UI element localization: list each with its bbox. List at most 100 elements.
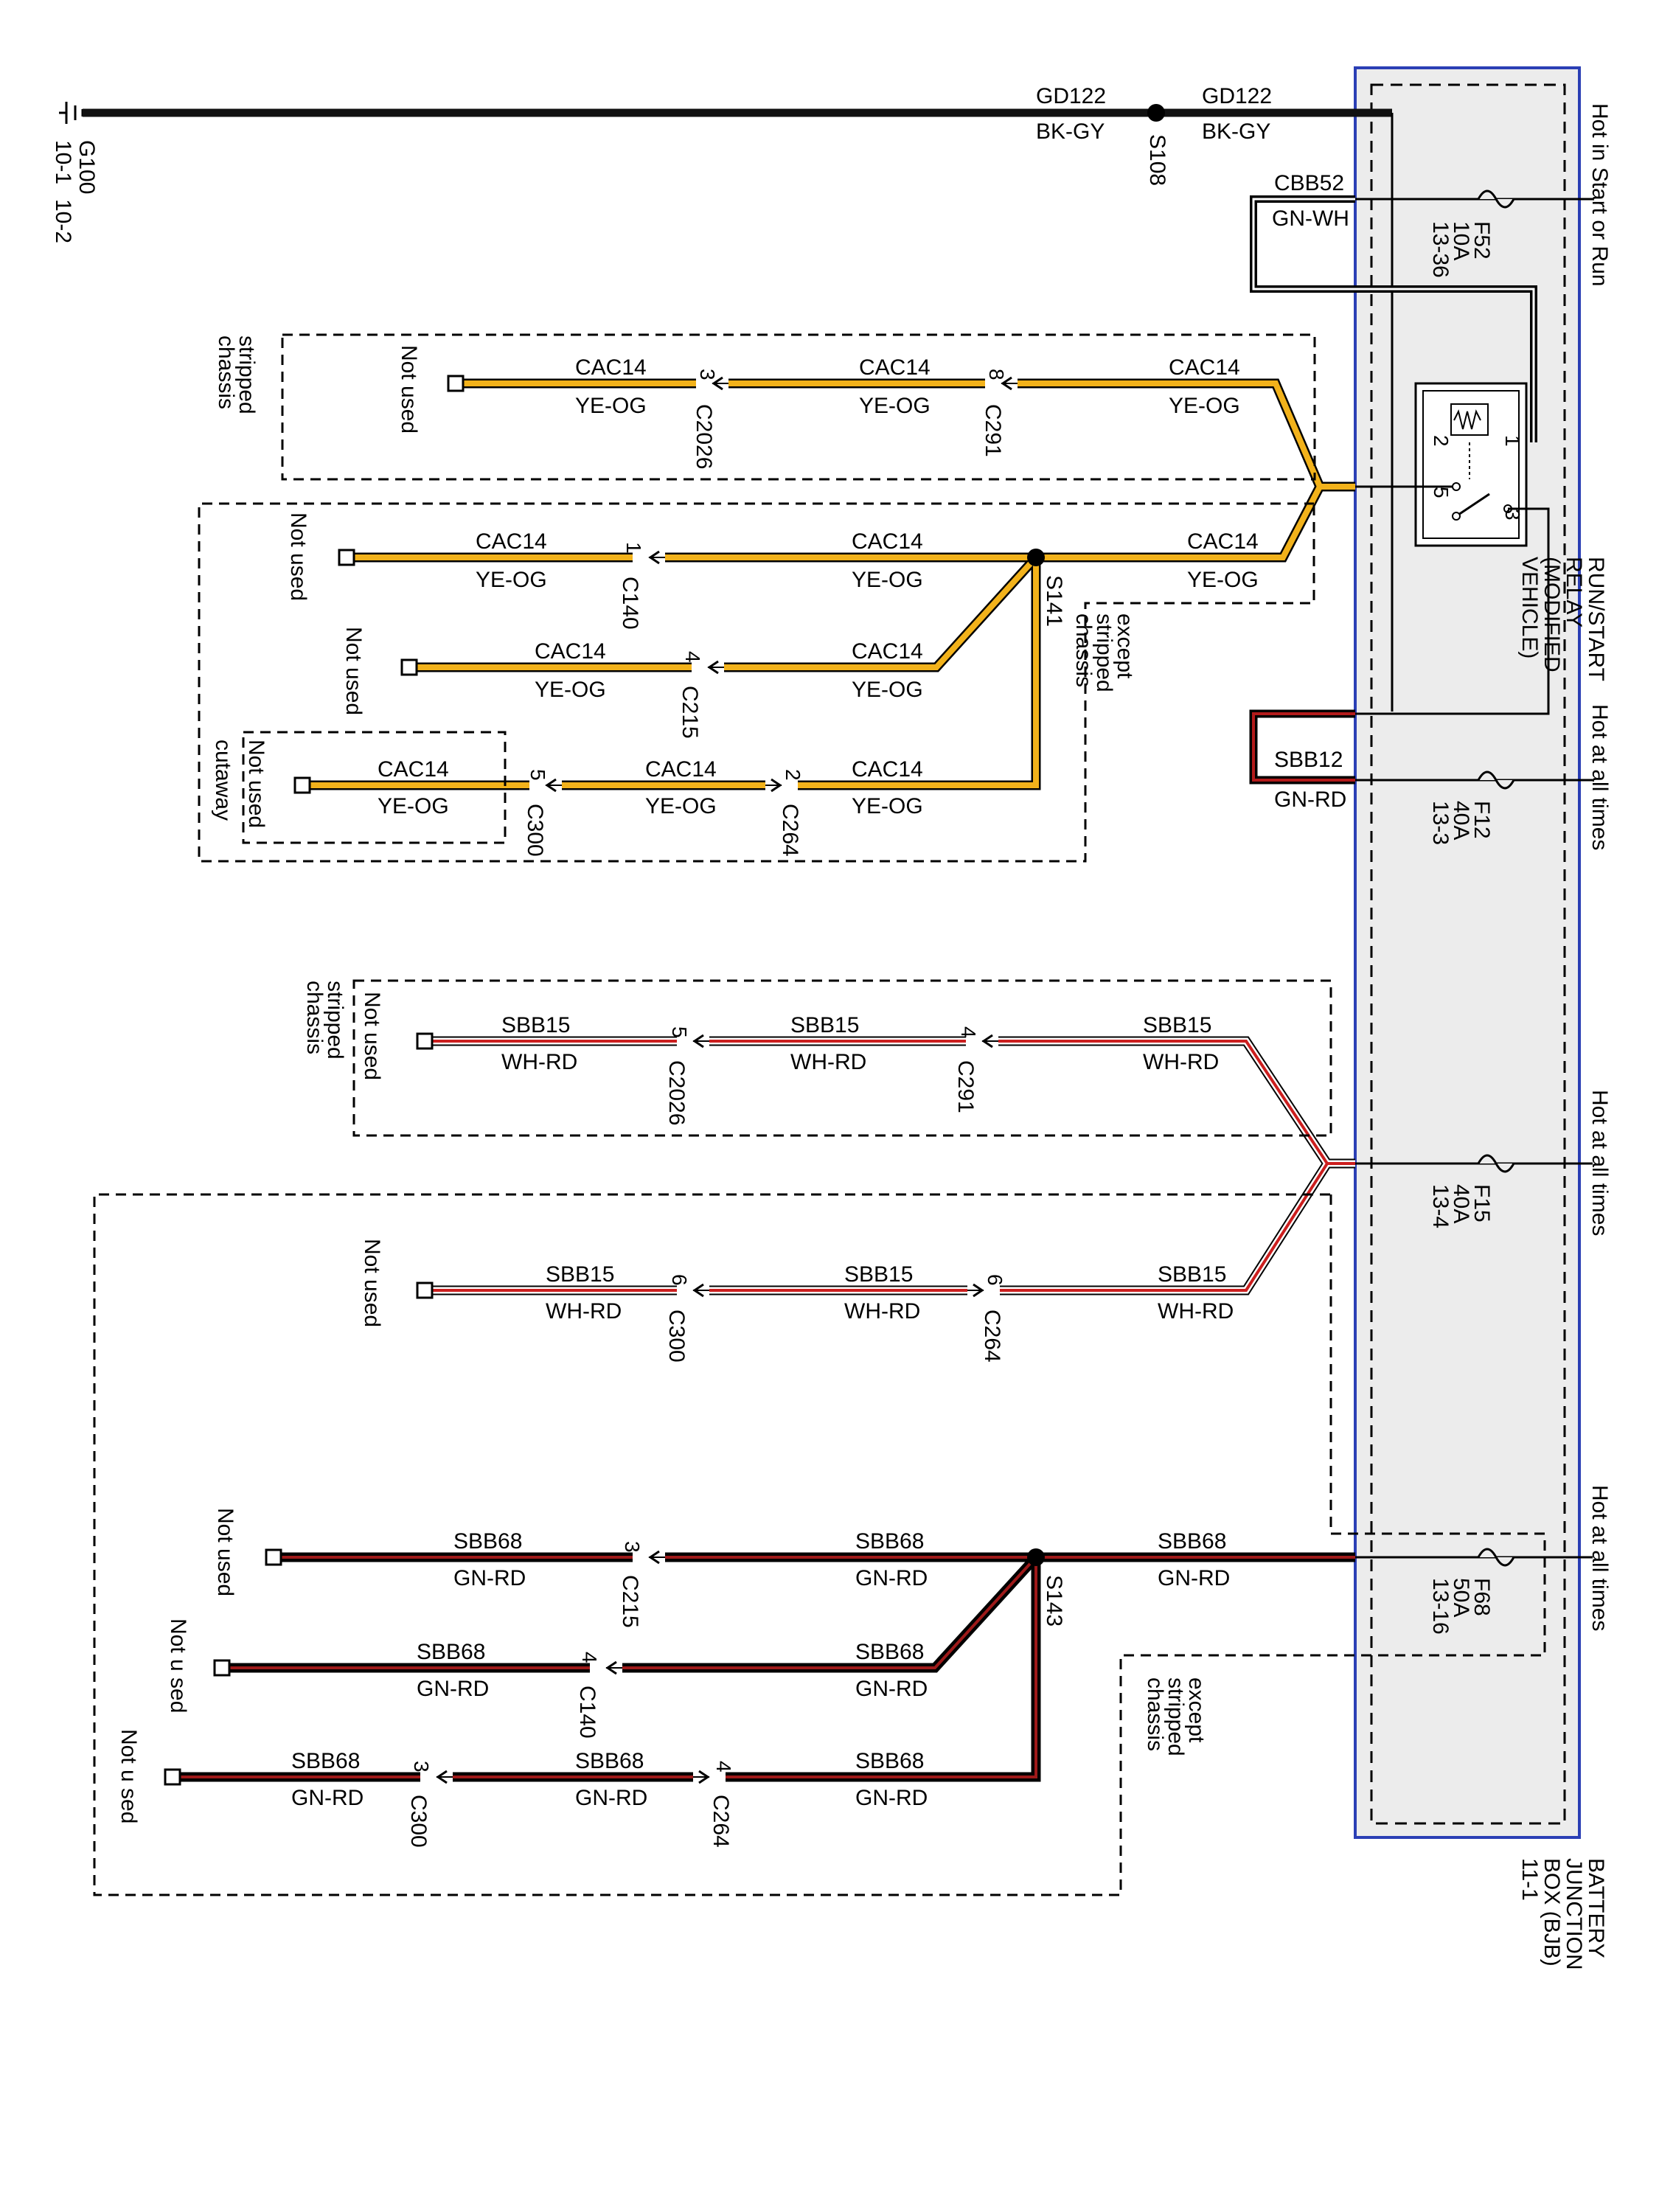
sbb68-except-line1: except: [1184, 1677, 1208, 1743]
cac14-connector-c264-label: C264: [778, 804, 802, 857]
bjb-inner-outline: [1370, 83, 1566, 1825]
cac14-except-line1: except: [1113, 613, 1137, 679]
sbb68-connector-c215[interactable]: [633, 1548, 665, 1566]
cac14-except-line3: chassis: [1071, 613, 1096, 687]
relay-label-line4: VEHICLE): [1517, 557, 1542, 658]
cac14-connector-c264[interactable]: [765, 776, 798, 794]
cac14-except-line2: stripped: [1092, 613, 1116, 692]
sbb15-label-2b: SBB15: [844, 1262, 913, 1287]
sbb68-connector-c264-label: C264: [709, 1795, 733, 1848]
ground-circuit-label-1: GD122: [1036, 84, 1106, 108]
relay-pin-1: 1: [1501, 435, 1524, 447]
cac14-terminal-1: [447, 375, 465, 392]
cac14-connector-c140[interactable]: [633, 549, 665, 566]
cac14-terminal-3: [400, 658, 418, 676]
f12-label: F12 40A 13-3: [1428, 801, 1494, 845]
relay-pin3-feed: [1355, 507, 1550, 715]
sbb68-pin-c140: 4: [578, 1652, 601, 1663]
cac14-terminal-4: [293, 776, 311, 794]
sbb15-connector-c291-label: C291: [953, 1060, 978, 1113]
relay-pin-5: 5: [1430, 487, 1453, 498]
sbb68-connector-c300[interactable]: [420, 1768, 453, 1786]
sbb68-color-2b: GN-RD: [855, 1677, 928, 1701]
f52-rating: 10A: [1449, 221, 1473, 260]
splice-s143-label: S143: [1042, 1575, 1066, 1627]
cac14-not-used-2: Not used: [286, 512, 310, 601]
run-start-relay[interactable]: 1 2 3 5: [1414, 382, 1528, 547]
f15-ref: 13-4: [1428, 1184, 1453, 1228]
sbb15-color-2b: WH-RD: [844, 1299, 920, 1324]
sbb15-pin-c300: 6: [668, 1274, 691, 1286]
sbb15-harness[interactable]: [428, 1036, 1355, 1295]
ground-id: G100: [74, 140, 99, 194]
sbb15-connector-c2026[interactable]: [677, 1032, 709, 1050]
sbb15-connector-c300-label: C300: [664, 1310, 689, 1363]
relay-label: RUN/START RELAY (MODIFIED VEHICLE): [1517, 557, 1608, 681]
sbb68-connector-c140-label: C140: [575, 1686, 599, 1739]
sbb15-connector-c264[interactable]: [967, 1281, 1000, 1299]
cac14-connector-c2026[interactable]: [696, 375, 728, 392]
sbb68-label-2a: SBB68: [417, 1640, 485, 1664]
cac14-color-4a: YE-OG: [378, 794, 449, 818]
f52-id: F52: [1470, 221, 1494, 260]
cac14-harness[interactable]: [302, 378, 1355, 790]
sbb15-connector-c300[interactable]: [677, 1281, 709, 1299]
cac14-label-1b: CAC14: [859, 355, 931, 380]
cac14-connector-c300[interactable]: [529, 776, 562, 794]
cac14-color-4c: YE-OG: [852, 794, 923, 818]
cac14-color-4b: YE-OG: [645, 794, 717, 818]
sbb15-connector-c291[interactable]: [966, 1032, 998, 1050]
sbb68-except-stripped-label: except stripped chassis: [1143, 1677, 1208, 1756]
relay-label-line1: RUN/START: [1584, 557, 1608, 681]
sbb68-label-1c: SBB68: [1158, 1529, 1226, 1554]
cac14-not-used-4: Not used: [244, 740, 268, 828]
relay-label-line3: (MODIFIED: [1540, 557, 1564, 672]
sbb68-terminal-1: [265, 1548, 282, 1566]
cac14-except-stripped-box: [198, 502, 1315, 863]
f52-label: F52 10A 13-36: [1428, 221, 1494, 278]
sbb15-color-1b: WH-RD: [790, 1050, 866, 1074]
cac14-cutaway-label: cutaway: [211, 740, 235, 821]
bjb-label-line3: BOX (BJB): [1540, 1858, 1564, 1966]
sbb68-connector-c264[interactable]: [693, 1768, 726, 1786]
splice-s108[interactable]: [1147, 104, 1165, 122]
sbb15-label-1b: SBB15: [790, 1013, 859, 1037]
cac14-color-2b: YE-OG: [852, 568, 923, 592]
cac14-label-4c: CAC14: [852, 757, 923, 782]
sbb15-terminal-2: [416, 1281, 434, 1299]
ground-label: G100 10-1 10-2: [51, 140, 99, 243]
sbb68-not-used-1: Not used: [213, 1508, 237, 1596]
hot-all-times-label-1: Hot at all times: [1587, 704, 1612, 850]
cac14-color-1b: YE-OG: [859, 394, 931, 418]
sbb68-pin-c215: 3: [621, 1541, 644, 1553]
cac14-label-4b: CAC14: [645, 757, 717, 782]
cac14-label-2c: CAC14: [1187, 529, 1259, 554]
ground-page-2: 10-2: [51, 199, 75, 243]
cac14-connector-c291[interactable]: [985, 375, 1018, 392]
splice-s143[interactable]: [1027, 1548, 1045, 1566]
cac14-label-2a: CAC14: [476, 529, 547, 554]
sbb15-stripped-line2: chassis: [302, 981, 327, 1054]
sbb68-not-used-3: Not u sed: [116, 1729, 141, 1823]
sbb68-connector-c140[interactable]: [590, 1659, 622, 1677]
ground-symbol: [59, 102, 84, 124]
cac14-label-1a: CAC14: [575, 355, 647, 380]
sbb15-connector-c264-label: C264: [980, 1310, 1004, 1363]
sbb68-harness[interactable]: [175, 1552, 1355, 1782]
cac14-pin-c300: 5: [526, 769, 549, 781]
cac14-color-3b: YE-OG: [852, 678, 923, 702]
sbb15-pin-c2026: 5: [668, 1026, 691, 1038]
cac14-label-4a: CAC14: [378, 757, 449, 782]
splice-s141[interactable]: [1027, 549, 1045, 566]
f12-ref: 13-3: [1428, 801, 1453, 845]
cac14-color-3a: YE-OG: [535, 678, 606, 702]
sbb68-terminal-3: [164, 1768, 181, 1786]
ground-page-1: 10-1: [51, 140, 75, 184]
cac14-color-1c: YE-OG: [1169, 394, 1240, 418]
relay-pin-3: 3: [1501, 509, 1524, 521]
cac14-pin-c140: 1: [622, 542, 645, 554]
sbb15-label-2c: SBB15: [1158, 1262, 1226, 1287]
f15-fuse-icon: [1477, 1154, 1515, 1173]
cac14-connector-c215[interactable]: [692, 658, 724, 676]
